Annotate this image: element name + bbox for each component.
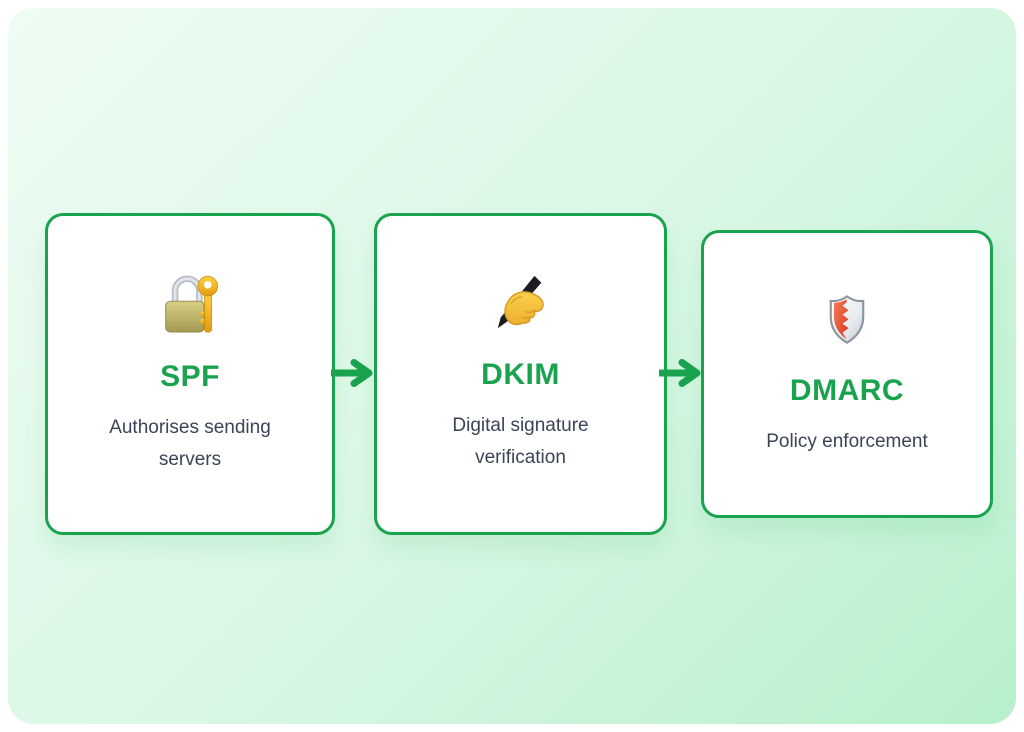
lock-with-key-icon (161, 272, 219, 336)
card-description-spf: Authorises sending servers (109, 417, 271, 470)
card-title-spf: SPF (160, 360, 220, 393)
card-dmarc: DMARC Policy enforcement (701, 230, 993, 518)
writing-hand-icon (497, 275, 544, 329)
card-description-dkim: Digital signature verification (452, 415, 589, 468)
card-title-dmarc: DMARC (789, 374, 905, 407)
lock-with-key-icon (165, 275, 218, 333)
card-description-dmarc: Policy enforcement (766, 431, 928, 452)
writing-hand-icon (490, 274, 552, 334)
gradient-panel: SPF Authorises sending servers (8, 8, 1016, 724)
arrow-right-icon (659, 359, 701, 387)
card-dkim: DKIM Digital signature verification (374, 213, 667, 535)
arrow-right-icon (331, 359, 373, 387)
card-spf: SPF Authorises sending servers (45, 213, 335, 535)
card-title-dkim: DKIM (481, 358, 560, 391)
shield-icon (829, 295, 865, 344)
shield-icon (821, 290, 873, 350)
